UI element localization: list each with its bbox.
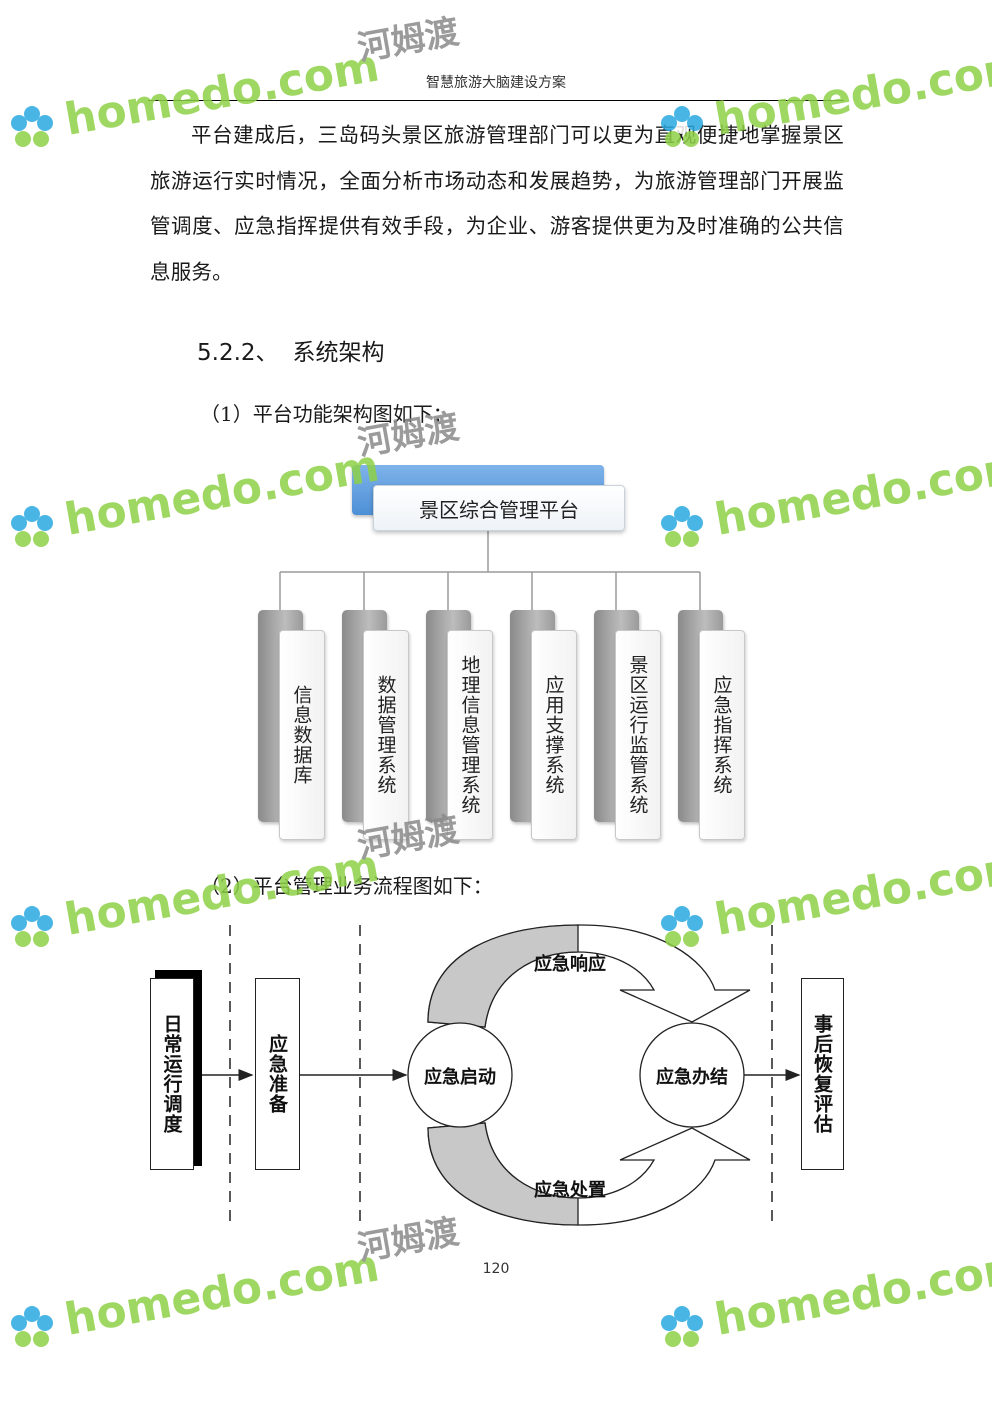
handling-arrow-shade — [427, 1122, 579, 1226]
response-arrow-shade — [427, 924, 579, 1028]
finish-label: 应急办结 — [656, 1067, 728, 1088]
prepare-box: 应急准备 — [255, 978, 300, 1170]
module-box-4: 应用支撑系统 — [531, 630, 577, 840]
module-label: 数据管理系统 — [374, 675, 397, 795]
module-label: 地理信息管理系统 — [458, 655, 481, 815]
platform-box: 景区综合管理平台 — [373, 485, 625, 531]
module-label: 应用支撑系统 — [542, 675, 565, 795]
platform-label: 景区综合管理平台 — [419, 497, 579, 522]
module-box-3: 地理信息管理系统 — [447, 630, 493, 840]
evaluate-label: 事后恢复评估 — [811, 1014, 833, 1134]
module-label: 景区运行监管系统 — [626, 655, 649, 815]
module-box-6: 应急指挥系统 — [699, 630, 745, 840]
body-paragraph: 平台建成后，三岛码头景区旅游管理部门可以更为直观便捷地掌握景区旅游运行实时情况，… — [150, 123, 844, 284]
running-header: 智慧旅游大脑建设方案 — [426, 75, 566, 91]
module-box-5: 景区运行监管系统 — [615, 630, 661, 840]
module-label: 应急指挥系统 — [710, 675, 733, 795]
module-label: 信息数据库 — [290, 685, 313, 785]
section-title: 系统架构 — [292, 340, 385, 366]
daily-label: 日常运行调度 — [160, 1014, 183, 1134]
handling-label: 应急处置 — [534, 1180, 606, 1201]
header-rule — [148, 100, 844, 101]
module-box-1: 信息数据库 — [279, 630, 325, 840]
prepare-label: 应急准备 — [266, 1034, 288, 1114]
section-heading: 5.2.2、系统架构 — [197, 333, 385, 367]
caption-flow: （2）平台管理业务流程图如下： — [200, 874, 493, 898]
caption-architecture: （1）平台功能架构图如下： — [200, 402, 453, 426]
page-number: 120 — [482, 1261, 510, 1277]
start-label: 应急启动 — [424, 1067, 496, 1088]
response-label: 应急响应 — [534, 954, 606, 975]
evaluate-box: 事后恢复评估 — [801, 978, 844, 1170]
daily-box: 日常运行调度 — [150, 978, 194, 1170]
section-number: 5.2.2、 — [197, 340, 279, 366]
start-circle — [407, 1022, 513, 1128]
module-box-2: 数据管理系统 — [363, 630, 409, 840]
